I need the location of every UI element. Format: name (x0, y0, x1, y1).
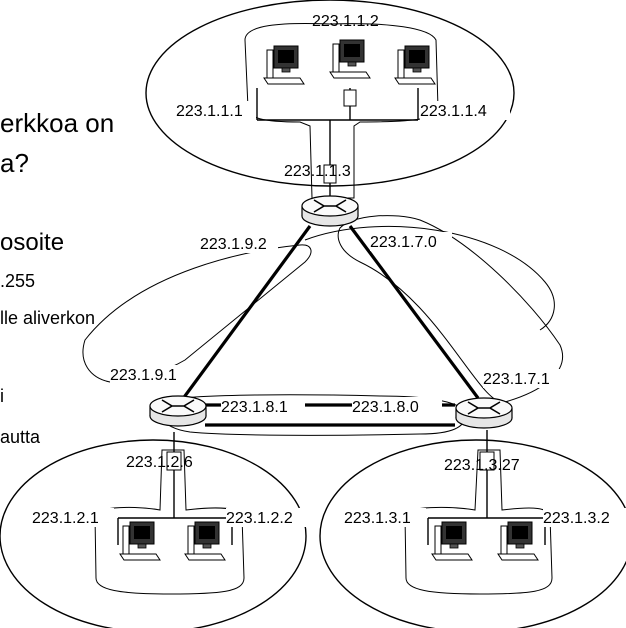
host-right-2-icon (497, 521, 539, 561)
slide-text-line-2: a? (0, 148, 29, 178)
host-top-right-icon (394, 45, 436, 85)
host-left-1-icon (119, 521, 161, 561)
label-link-right-mid: 223.1.8.0 (352, 399, 419, 416)
label-left-host-1: 223.1.2.1 (32, 510, 99, 527)
left-router-port (166, 451, 182, 471)
label-link-left-top: 223.1.9.1 (110, 367, 177, 384)
slide-text-line-1: erkkoa on (0, 108, 114, 138)
link-top-right (348, 225, 480, 399)
label-link-right-top: 223.1.7.1 (483, 371, 550, 388)
label-left-router-if: 223.1.2.6 (126, 454, 193, 471)
label-top-host-right: 223.1.1.4 (420, 103, 487, 120)
label-top-host-left: 223.1.1.1 (176, 103, 243, 120)
label-right-router-if: 223.1.3.27 (444, 457, 520, 474)
slide-text-line-6: i (0, 386, 4, 406)
slide-text-line-4: .255 (0, 271, 35, 291)
host-top-mid-icon (329, 39, 371, 79)
freehand-subnet-8 (158, 394, 466, 436)
slide-text-line-7: autta (0, 427, 41, 447)
subnet-left-oval (0, 439, 307, 628)
host-left-2-icon (184, 521, 226, 561)
slide-text-line-5: lle aliverkon (0, 308, 95, 328)
label-top-router-if: 223.1.1.3 (284, 163, 351, 180)
right-router-port (479, 451, 495, 471)
freehand-line-right-top (304, 226, 555, 331)
top-router-port (323, 164, 337, 184)
subnet-right-oval (319, 439, 626, 628)
label-link-top-left: 223.1.9.2 (200, 236, 267, 253)
router-top-icon (301, 195, 359, 227)
router-left-icon (149, 395, 207, 427)
router-right-icon (455, 397, 513, 429)
label-link-top-right: 223.1.7.0 (370, 234, 437, 251)
label-top-host-mid: 223.1.1.2 (312, 13, 379, 30)
label-left-host-2: 223.1.2.2 (226, 510, 293, 527)
freehand-subnet-9 (82, 244, 312, 383)
top-mid-port (343, 89, 357, 107)
link-top-left (180, 225, 312, 401)
label-right-host-2: 223.1.3.2 (543, 510, 610, 527)
host-top-left-icon (263, 45, 305, 85)
freehand-subnet-left (94, 449, 245, 595)
label-link-left-mid: 223.1.8.1 (221, 399, 288, 416)
host-right-1-icon (431, 521, 473, 561)
label-right-host-1: 223.1.3.1 (344, 510, 411, 527)
slide-text-line-3: osoite (0, 229, 64, 256)
freehand-subnet-right (404, 449, 553, 595)
